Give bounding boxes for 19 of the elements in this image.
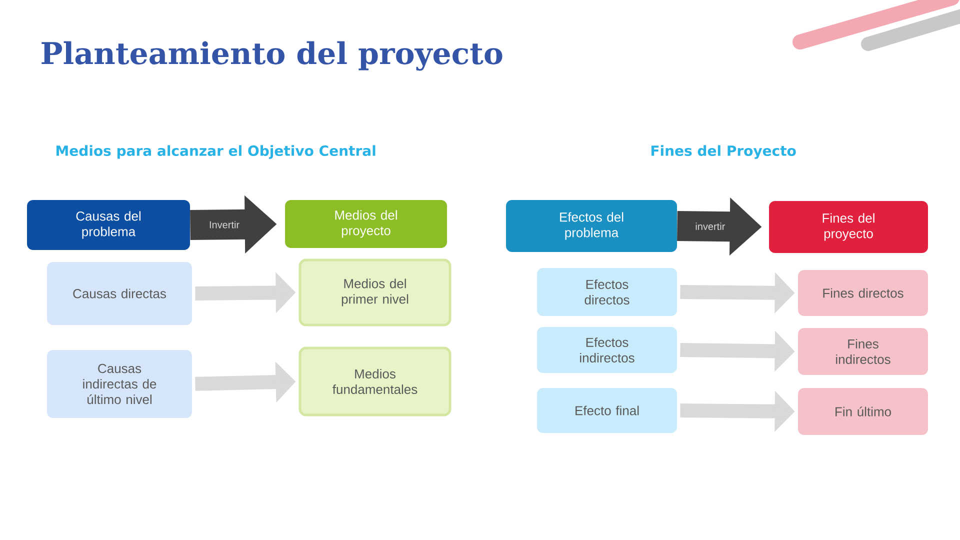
process-box: Fin último [798, 388, 928, 435]
process-box: Efecto final [537, 388, 677, 433]
process-box: Medios del primer nivel [298, 258, 452, 326]
header-box: Efectos del problema [506, 200, 677, 252]
process-box: Causas directas [47, 262, 192, 325]
process-box: Efectos indirectos [537, 327, 677, 373]
process-box: Fines directos [798, 270, 928, 316]
header-box: Medios del proyecto [285, 200, 447, 248]
header-box: Causas del problema [27, 200, 190, 250]
section-heading: Medios para alcanzar el Objetivo Central [56, 145, 376, 159]
process-box: Medios fundamentales [298, 346, 452, 416]
edge-label: Invertir [210, 220, 240, 228]
process-box: Fines indirectos [798, 328, 928, 375]
section-heading: Fines del Proyecto [652, 145, 796, 159]
header-box: Fines del proyecto [769, 201, 928, 253]
edge-label: invertir [696, 222, 726, 230]
slide-title: Planteamiento del proyecto [42, 41, 502, 71]
process-box: Efectos directos [537, 268, 677, 316]
process-box: Causas indirectas de último nivel [47, 350, 192, 418]
